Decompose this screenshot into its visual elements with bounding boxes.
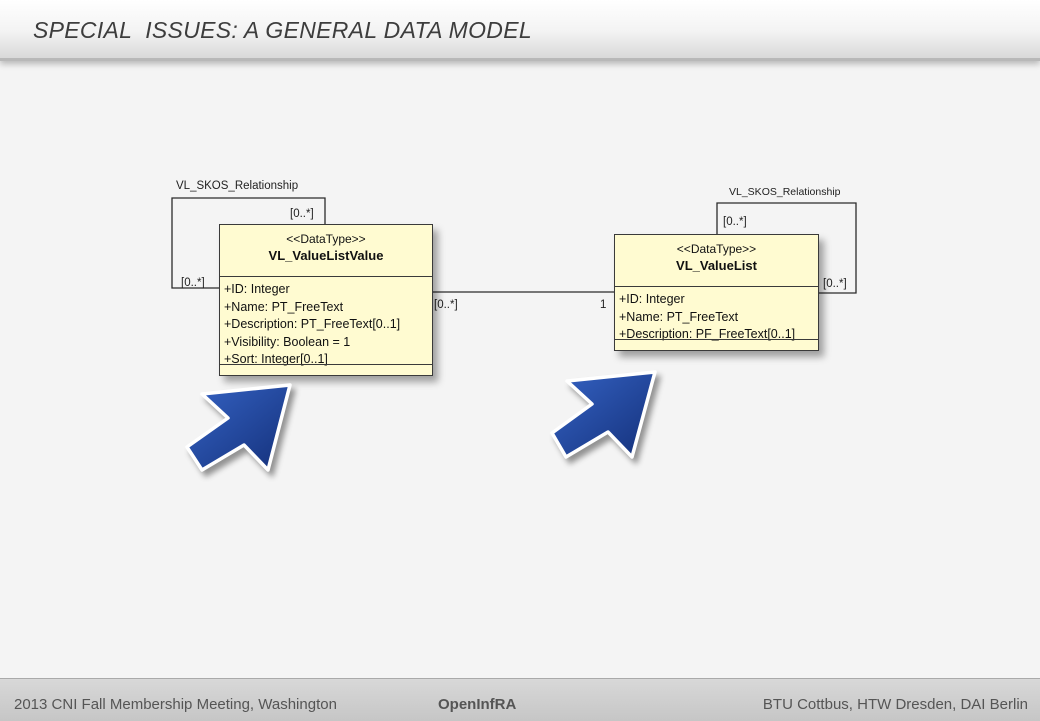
- class-attributes: +ID: Integer +Name: PT_FreeText +Descrip…: [615, 287, 818, 344]
- class-attribute: +Visibility: Boolean = 1: [224, 334, 351, 349]
- class-attribute: +Name: PT_FreeText: [619, 309, 739, 324]
- class-attribute: +Sort: Integer[0..1]: [224, 352, 328, 366]
- association-multiplicity-left: [0..*]: [434, 299, 458, 311]
- left-self-association-line: [171, 197, 326, 289]
- class-operations-compartment: [220, 364, 432, 365]
- right-self-association-multiplicity-right: [0..*]: [823, 278, 847, 290]
- title-bar: SPECIAL ISSUES: A GENERAL DATA MODEL: [0, 0, 1040, 61]
- footer: 2013 CNI Fall Membership Meeting, Washin…: [0, 678, 1040, 721]
- right-self-association-name: VL_SKOS_Relationship: [729, 186, 841, 198]
- left-self-association-name: VL_SKOS_Relationship: [176, 180, 299, 192]
- class-attributes: +ID: Integer +Name: PT_FreeText +Descrip…: [220, 277, 432, 369]
- class-stereotype: <<DataType>>: [676, 242, 757, 256]
- class-attribute: +ID: Integer: [224, 282, 290, 296]
- left-self-association-multiplicity-top: [0..*]: [290, 208, 314, 220]
- class-header: <<DataType>> VL_ValueList: [615, 242, 818, 287]
- class-attribute: +Description: PT_FreeText[0..1]: [224, 317, 401, 331]
- association-multiplicity-right: 1: [600, 299, 607, 311]
- uml-class-vl-valuelist: <<DataType>> VL_ValueList +ID: Integer +…: [614, 234, 819, 351]
- class-header: <<DataType>> VL_ValueListValue: [220, 232, 432, 277]
- class-attribute: +ID: Integer: [619, 292, 685, 306]
- arrow-icon: [185, 383, 292, 472]
- footer-institutions: BTU Cottbus, HTW Dresden, DAI Berlin: [762, 696, 1028, 713]
- class-attribute: +Name: PT_FreeText: [224, 299, 344, 314]
- page-title: SPECIAL ISSUES: A GENERAL DATA MODEL: [33, 17, 532, 43]
- left-self-association-multiplicity-left: [0..*]: [181, 277, 205, 289]
- right-self-association-line: [716, 202, 857, 294]
- class-stereotype: <<DataType>>: [286, 232, 366, 246]
- class-attribute: +Description: PF_FreeText[0..1]: [619, 327, 796, 341]
- uml-class-vl-valuelistvalue: <<DataType>> VL_ValueListValue +ID: Inte…: [219, 224, 433, 376]
- class-name: VL_ValueListValue: [268, 248, 384, 263]
- footer-project: OpenInfRA: [438, 696, 517, 713]
- right-self-association-multiplicity-top: [0..*]: [723, 216, 747, 228]
- class-name: VL_ValueList: [676, 258, 757, 273]
- footer-event: 2013 CNI Fall Membership Meeting, Washin…: [14, 696, 337, 713]
- arrow-icon: [550, 370, 657, 459]
- class-operations-compartment: [615, 339, 818, 340]
